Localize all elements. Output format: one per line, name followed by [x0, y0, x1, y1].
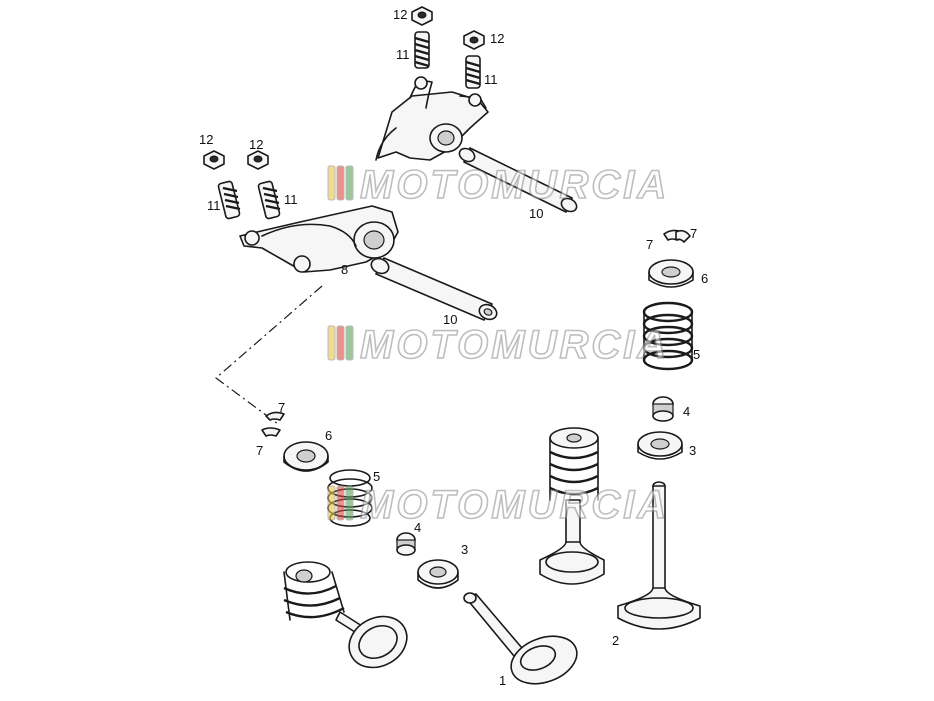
callout-rocker-arm-8: 8 [341, 262, 348, 277]
right-spring-retainer [648, 259, 694, 288]
callout-seal-4: 4 [414, 520, 421, 535]
upper-rocker-shaft [458, 147, 578, 213]
left-lock-nut-a [203, 150, 225, 170]
watermark-text: MOTOMURCIA [360, 483, 669, 527]
watermark-stripe-green [345, 165, 354, 201]
left-spring-seat [417, 559, 459, 589]
callout-retainer-6: 6 [701, 271, 708, 286]
callout-retainer-6: 6 [325, 428, 332, 443]
watermark-stripe-yellow [327, 485, 336, 521]
left-lock-nut-b [247, 150, 269, 170]
callout-keeper-7: 7 [646, 237, 653, 252]
upper-adjuster-screw-left [414, 31, 430, 69]
callout-screw-11: 11 [396, 47, 410, 62]
left-valve-stem-seal [396, 532, 416, 556]
left-rocker-arm [239, 205, 399, 273]
callout-seat-3: 3 [689, 443, 696, 458]
watermark-text: MOTOMURCIA [360, 323, 669, 367]
left-valve-keepers [261, 411, 285, 437]
right-valve-stem-seal [652, 396, 674, 422]
callout-intake-valve-1: 1 [499, 673, 506, 688]
callout-keeper-7: 7 [278, 400, 285, 415]
callout-nut-12: 12 [490, 31, 504, 46]
left-spring-retainer [283, 441, 329, 472]
watermark-stripe-green [345, 485, 354, 521]
upper-lock-nut-left [411, 6, 433, 26]
watermark-stripe-red [336, 485, 345, 521]
exhaust-valve [617, 481, 701, 630]
left-assembled-valve [283, 561, 408, 669]
callout-screw-11: 11 [207, 198, 221, 213]
callout-nut-12: 12 [249, 137, 263, 152]
watermark-stripe-green [345, 325, 354, 361]
watermark-logo: MOTOMURCIA [327, 482, 669, 528]
callout-nut-12: 12 [393, 7, 407, 22]
watermark-stripe-red [336, 325, 345, 361]
callout-exhaust-valve-2: 2 [612, 633, 619, 648]
watermark-stripe-red [336, 165, 345, 201]
callout-shaft-10: 10 [529, 206, 543, 221]
callout-spring-5: 5 [693, 347, 700, 362]
watermark-stripe-yellow [327, 165, 336, 201]
callout-screw-11: 11 [284, 192, 298, 207]
callout-seal-4: 4 [683, 404, 690, 419]
right-valve-spring [642, 301, 694, 371]
right-assembled-valve [539, 427, 605, 585]
watermark-logo: MOTOMURCIA [327, 162, 669, 208]
right-valve-keepers [663, 229, 691, 243]
callout-keeper-7: 7 [690, 226, 697, 241]
callout-spring-5: 5 [373, 469, 380, 484]
upper-lock-nut-right [463, 30, 485, 50]
callout-seat-3: 3 [461, 542, 468, 557]
callout-shaft-10: 10 [443, 312, 457, 327]
assembly-leader-line [215, 285, 323, 425]
watermark-stripe-yellow [327, 325, 336, 361]
upper-rocker-arm [375, 76, 489, 161]
callout-labels: 12 11 12 11 12 12 11 11 10 8 10 7 7 6 5 … [199, 7, 708, 688]
upper-adjuster-screw-right [465, 55, 481, 89]
right-spring-seat [637, 431, 683, 460]
watermark-text: MOTOMURCIA [360, 163, 669, 207]
callout-keeper-7: 7 [256, 443, 263, 458]
watermark-logo: MOTOMURCIA [327, 322, 669, 368]
lower-rocker-shaft [370, 257, 498, 321]
left-adjuster-screw-b [257, 180, 281, 220]
callout-nut-12: 12 [199, 132, 213, 147]
callout-screw-11: 11 [484, 72, 498, 87]
intake-valve [463, 592, 578, 685]
left-adjuster-screw-a [217, 180, 241, 220]
